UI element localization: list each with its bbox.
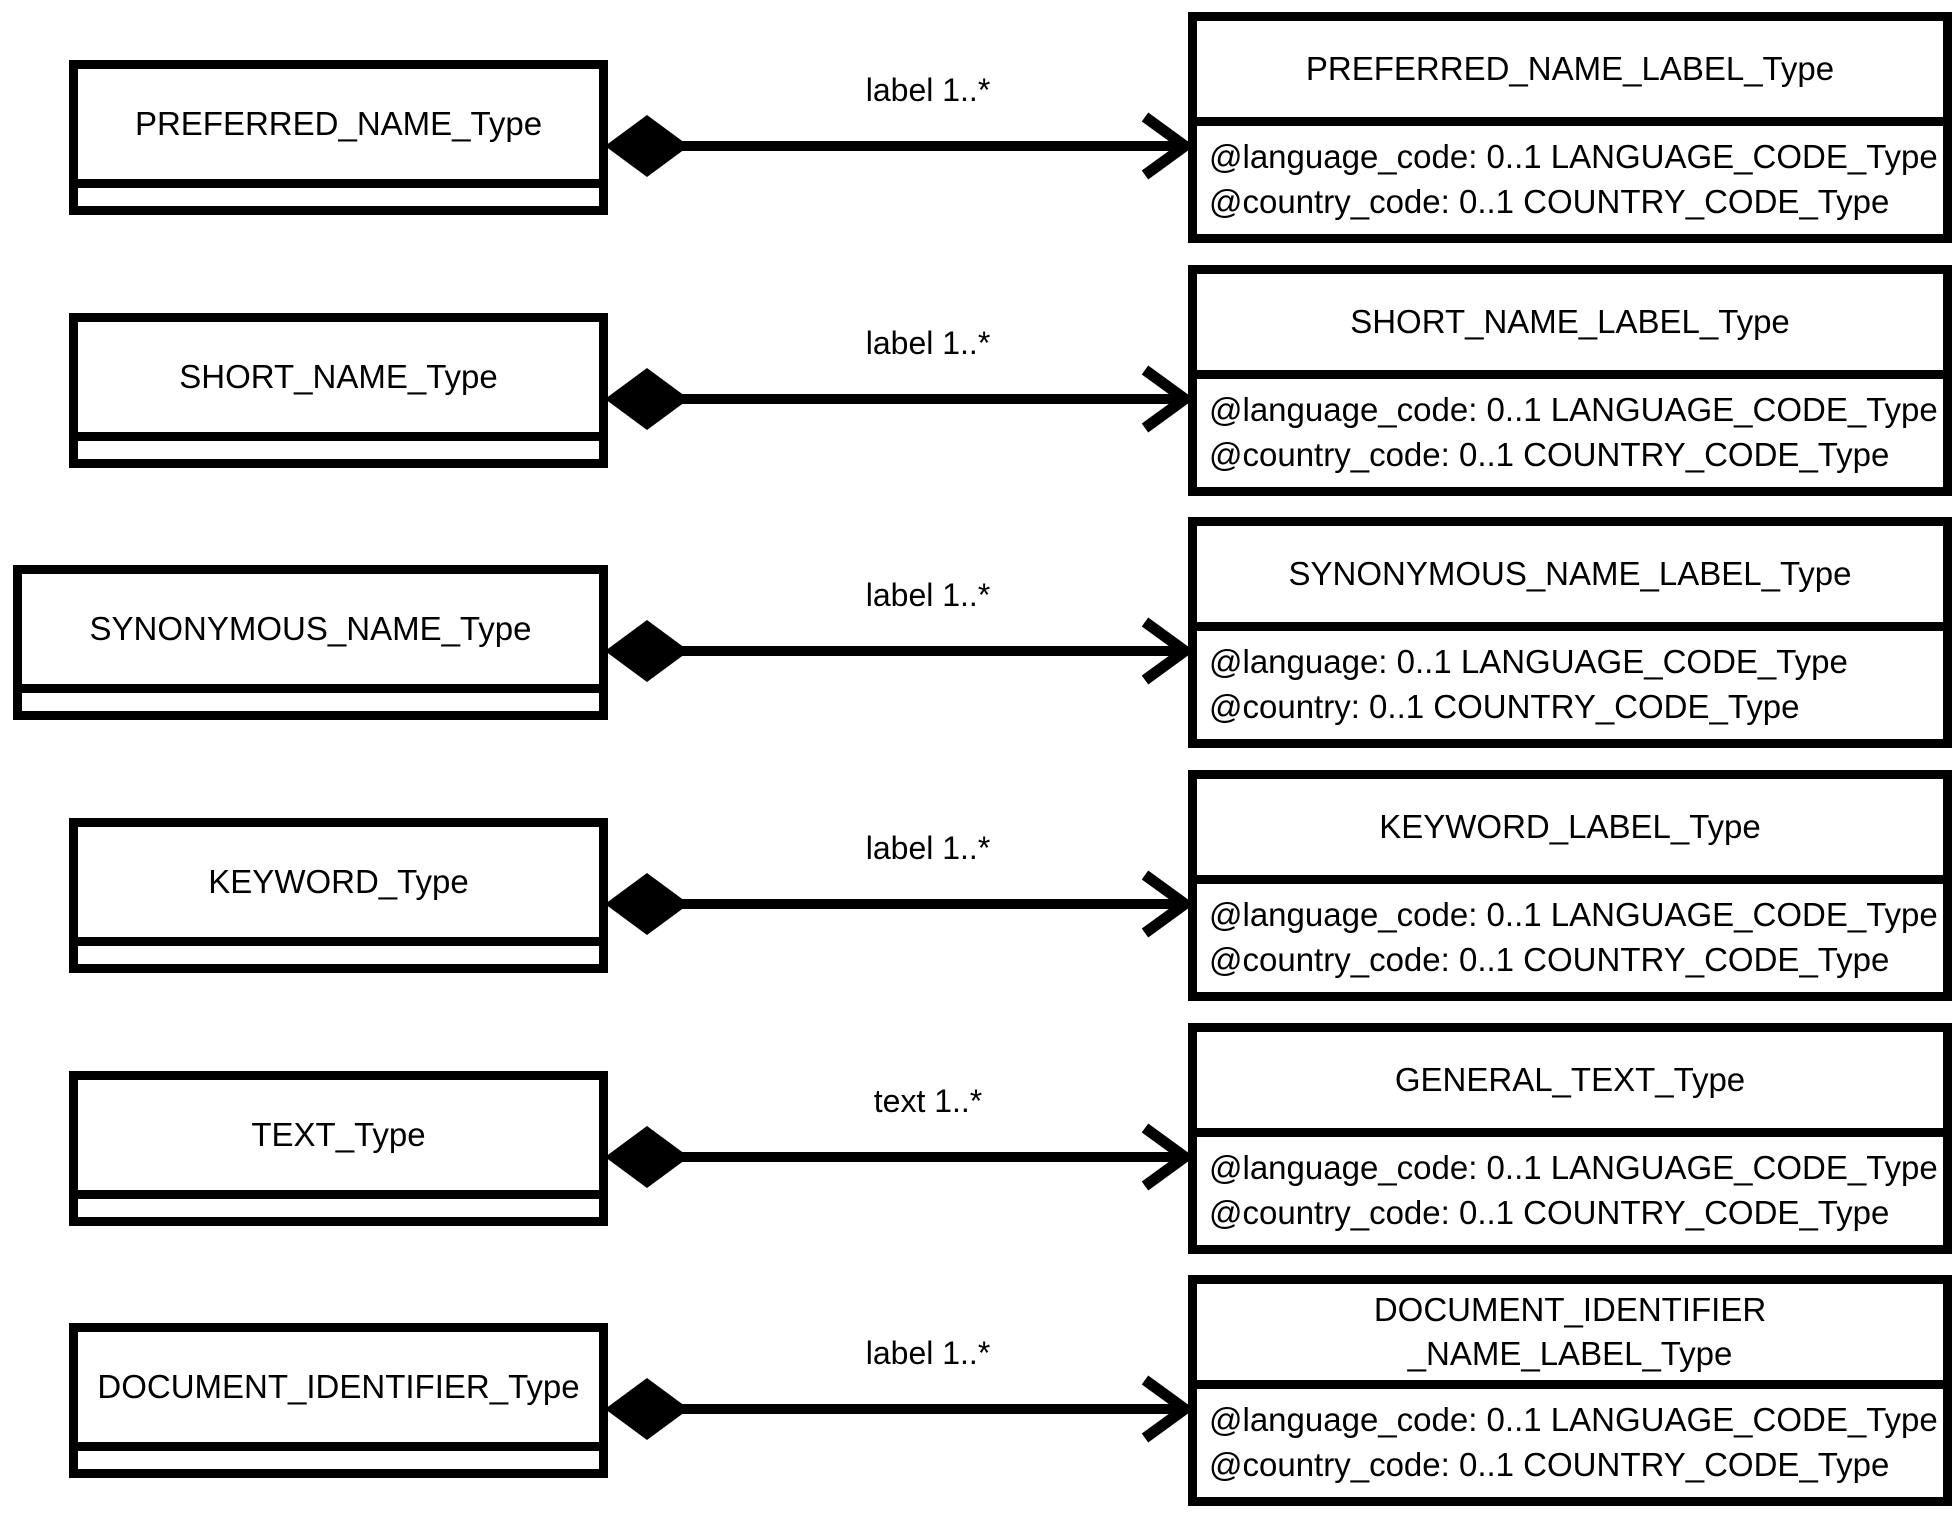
association-line — [638, 899, 1186, 909]
source-class-box: SYNONYMOUS_NAME_Type — [13, 565, 608, 720]
uml-association-row: SYNONYMOUS_NAME_Type label 1..* SYNONYMO… — [0, 505, 1960, 758]
class-attribute: @country_code: 0..1 COUNTRY_CODE_Type — [1209, 1446, 1890, 1483]
composition-diamond-icon — [605, 368, 689, 430]
target-class-name: SHORT_NAME_LABEL_Type — [1197, 274, 1943, 379]
target-class-box: DOCUMENT_IDENTIFIER _NAME_LABEL_Type @la… — [1188, 1275, 1952, 1506]
target-class-box: KEYWORD_LABEL_Type @language_code: 0..1 … — [1188, 770, 1952, 1001]
association-label: text 1..* — [873, 1083, 983, 1119]
composition-diamond-icon — [605, 873, 689, 935]
uml-association-row: PREFERRED_NAME_Type label 1..* PREFERRED… — [0, 0, 1960, 253]
association-label: label 1..* — [865, 830, 991, 866]
source-class-name: SHORT_NAME_Type — [179, 358, 498, 395]
association-label: label 1..* — [865, 325, 991, 361]
empty-attribute-compartment — [78, 1199, 599, 1217]
class-attribute: @language_code: 0..1 LANGUAGE_CODE_Type — [1209, 391, 1938, 428]
open-arrowhead-icon — [1141, 870, 1190, 938]
open-arrowhead-icon — [1141, 112, 1190, 180]
source-class-name: SYNONYMOUS_NAME_Type — [89, 610, 532, 647]
target-class-box: SYNONYMOUS_NAME_LABEL_Type @language: 0.… — [1188, 517, 1952, 748]
target-class-name: GENERAL_TEXT_Type — [1197, 1032, 1943, 1137]
source-class-name: TEXT_Type — [251, 1116, 426, 1153]
empty-attribute-compartment — [22, 693, 599, 711]
uml-association-row: SHORT_NAME_Type label 1..* SHORT_NAME_LA… — [0, 253, 1960, 506]
empty-attribute-compartment — [78, 1451, 599, 1469]
empty-attribute-compartment — [78, 188, 599, 206]
target-class-box: SHORT_NAME_LABEL_Type @language_code: 0.… — [1188, 265, 1952, 496]
composition-association: label 1..* — [598, 72, 1190, 186]
uml-association-row: KEYWORD_Type label 1..* KEYWORD_LABEL_Ty… — [0, 758, 1960, 1011]
source-class-name: DOCUMENT_IDENTIFIER_Type — [97, 1368, 580, 1405]
compartment-divider — [22, 684, 599, 693]
class-attribute: @language_code: 0..1 LANGUAGE_CODE_Type — [1209, 1149, 1938, 1186]
open-arrowhead-icon — [1141, 365, 1190, 433]
composition-diamond-icon — [605, 115, 689, 177]
source-class-box: TEXT_Type — [69, 1071, 608, 1226]
open-arrowhead-icon — [1141, 1123, 1190, 1191]
target-class-name: DOCUMENT_IDENTIFIER _NAME_LABEL_Type — [1197, 1284, 1943, 1389]
association-line — [638, 1152, 1186, 1162]
target-class-name: KEYWORD_LABEL_Type — [1197, 779, 1943, 884]
composition-association: label 1..* — [598, 1335, 1190, 1449]
class-attribute: @country_code: 0..1 COUNTRY_CODE_Type — [1209, 183, 1890, 220]
empty-attribute-compartment — [78, 441, 599, 459]
class-attribute: @country_code: 0..1 COUNTRY_CODE_Type — [1209, 1194, 1890, 1231]
class-attribute: @country_code: 0..1 COUNTRY_CODE_Type — [1209, 436, 1890, 473]
source-class-name: PREFERRED_NAME_Type — [134, 105, 543, 142]
open-arrowhead-icon — [1141, 1375, 1190, 1443]
compartment-divider — [78, 179, 599, 188]
source-class-box: DOCUMENT_IDENTIFIER_Type — [69, 1323, 608, 1478]
class-attributes: @language_code: 0..1 LANGUAGE_CODE_Type … — [1197, 379, 1943, 487]
source-class-box: PREFERRED_NAME_Type — [69, 60, 608, 215]
target-class-name: SYNONYMOUS_NAME_LABEL_Type — [1197, 526, 1943, 631]
target-class-box: GENERAL_TEXT_Type @language_code: 0..1 L… — [1188, 1023, 1952, 1254]
composition-diamond-icon — [605, 1378, 689, 1440]
source-class-box: SHORT_NAME_Type — [69, 313, 608, 468]
association-line — [638, 646, 1186, 656]
source-class-box: KEYWORD_Type — [69, 818, 608, 973]
composition-diamond-icon — [605, 620, 689, 682]
compartment-divider — [78, 937, 599, 946]
composition-diamond-icon — [605, 1126, 689, 1188]
compartment-divider — [78, 1190, 599, 1199]
class-attribute: @country_code: 0..1 COUNTRY_CODE_Type — [1209, 941, 1890, 978]
open-arrowhead-icon — [1141, 617, 1190, 685]
association-label: label 1..* — [865, 1335, 991, 1371]
class-attribute: @language_code: 0..1 LANGUAGE_CODE_Type — [1209, 138, 1938, 175]
composition-association: label 1..* — [598, 830, 1190, 944]
class-attributes: @language_code: 0..1 LANGUAGE_CODE_Type … — [1197, 884, 1943, 992]
uml-association-row: DOCUMENT_IDENTIFIER_Type label 1..* DOCU… — [0, 1263, 1960, 1516]
uml-association-row: TEXT_Type text 1..* GENERAL_TEXT_Type @l… — [0, 1011, 1960, 1264]
source-class-name: KEYWORD_Type — [208, 863, 469, 900]
class-attributes: @language_code: 0..1 LANGUAGE_CODE_Type … — [1197, 126, 1943, 234]
class-attributes: @language: 0..1 LANGUAGE_CODE_Type @coun… — [1197, 631, 1943, 739]
association-label: label 1..* — [865, 577, 991, 613]
class-attribute: @language_code: 0..1 LANGUAGE_CODE_Type — [1209, 896, 1938, 933]
class-attribute: @language: 0..1 LANGUAGE_CODE_Type — [1209, 643, 1848, 680]
class-attributes: @language_code: 0..1 LANGUAGE_CODE_Type … — [1197, 1389, 1943, 1497]
target-class-name: PREFERRED_NAME_LABEL_Type — [1197, 21, 1943, 126]
association-line — [638, 394, 1186, 404]
empty-attribute-compartment — [78, 946, 599, 964]
association-line — [638, 1404, 1186, 1414]
composition-association: text 1..* — [598, 1083, 1190, 1197]
composition-association: label 1..* — [598, 577, 1190, 691]
class-attribute: @language_code: 0..1 LANGUAGE_CODE_Type — [1209, 1401, 1938, 1438]
compartment-divider — [78, 1442, 599, 1451]
association-label: label 1..* — [865, 72, 991, 108]
association-line — [638, 141, 1186, 151]
composition-association: label 1..* — [598, 325, 1190, 439]
class-attribute: @country: 0..1 COUNTRY_CODE_Type — [1209, 688, 1800, 725]
class-attributes: @language_code: 0..1 LANGUAGE_CODE_Type … — [1197, 1137, 1943, 1245]
target-class-box: PREFERRED_NAME_LABEL_Type @language_code… — [1188, 12, 1952, 243]
compartment-divider — [78, 432, 599, 441]
